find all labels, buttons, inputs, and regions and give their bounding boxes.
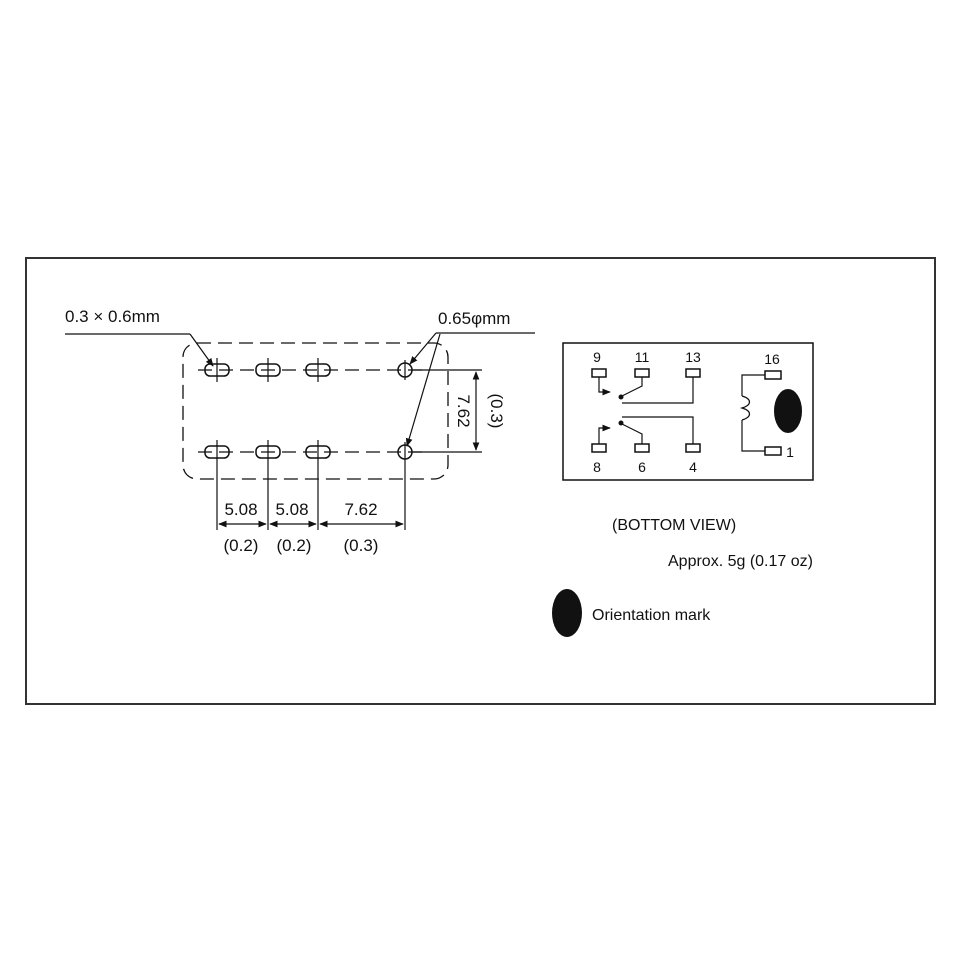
row-spacing-label: 7.62 [454, 394, 473, 427]
slot-hole-label: 0.3 × 0.6mm [65, 307, 160, 326]
pin-label-8: 8 [593, 459, 601, 475]
pin-label-11: 11 [635, 349, 650, 365]
slot-hole [305, 358, 331, 382]
round-hole-label: 0.65φmm [438, 309, 510, 328]
pin-pad-6 [634, 443, 650, 453]
pin-label-1: 1 [786, 444, 794, 460]
pin-pad-1 [764, 446, 782, 456]
col-spacing-3-inch-label: (0.3) [344, 536, 379, 555]
pin-label-16: 16 [764, 351, 780, 367]
col-spacing-3-label: 7.62 [344, 500, 377, 519]
pin-pad-13 [685, 368, 701, 378]
slot-hole [204, 358, 230, 382]
slot-hole [255, 358, 281, 382]
view-caption: (BOTTOM VIEW) [612, 517, 736, 534]
slot-hole [305, 440, 331, 530]
col-spacing-2-inch-label: (0.2) [277, 536, 312, 555]
leader-round [409, 332, 437, 365]
legend: Orientation mark [552, 589, 711, 637]
bottom-view-schematic: 9 11 13 16 8 6 4 1 [562, 342, 814, 481]
col-spacing-1-inch-label: (0.2) [224, 536, 259, 555]
pin-label-6: 6 [638, 459, 646, 475]
orientation-mark-icon [774, 389, 802, 433]
slot-hole [255, 440, 281, 530]
pin-pad-16 [764, 370, 782, 380]
weight-label: Approx. 5g (0.17 oz) [668, 553, 813, 570]
slot-hole [204, 440, 230, 530]
pin-pad-4 [685, 443, 701, 453]
pcb-footprint: 0.3 × 0.6mm 0.65φmm 7.62 (0.3) 5.08 5.08… [65, 307, 535, 555]
pin-pad-8 [591, 443, 607, 453]
pin-pad-9 [591, 368, 607, 378]
pin-label-4: 4 [689, 459, 697, 475]
pin-label-9: 9 [593, 349, 601, 365]
round-hole [397, 442, 413, 530]
pin-label-13: 13 [685, 349, 701, 365]
row-spacing-inch-label: (0.3) [487, 394, 506, 429]
legend-label: Orientation mark [592, 607, 711, 624]
col-spacing-1-label: 5.08 [224, 500, 257, 519]
pin-pad-11 [634, 368, 650, 378]
diagram-frame [25, 257, 936, 705]
legend-orientation-mark-icon [552, 589, 582, 637]
relay-outline [182, 342, 449, 480]
coil-icon [739, 395, 751, 421]
col-spacing-2-label: 5.08 [275, 500, 308, 519]
schematic-frame [562, 342, 814, 481]
